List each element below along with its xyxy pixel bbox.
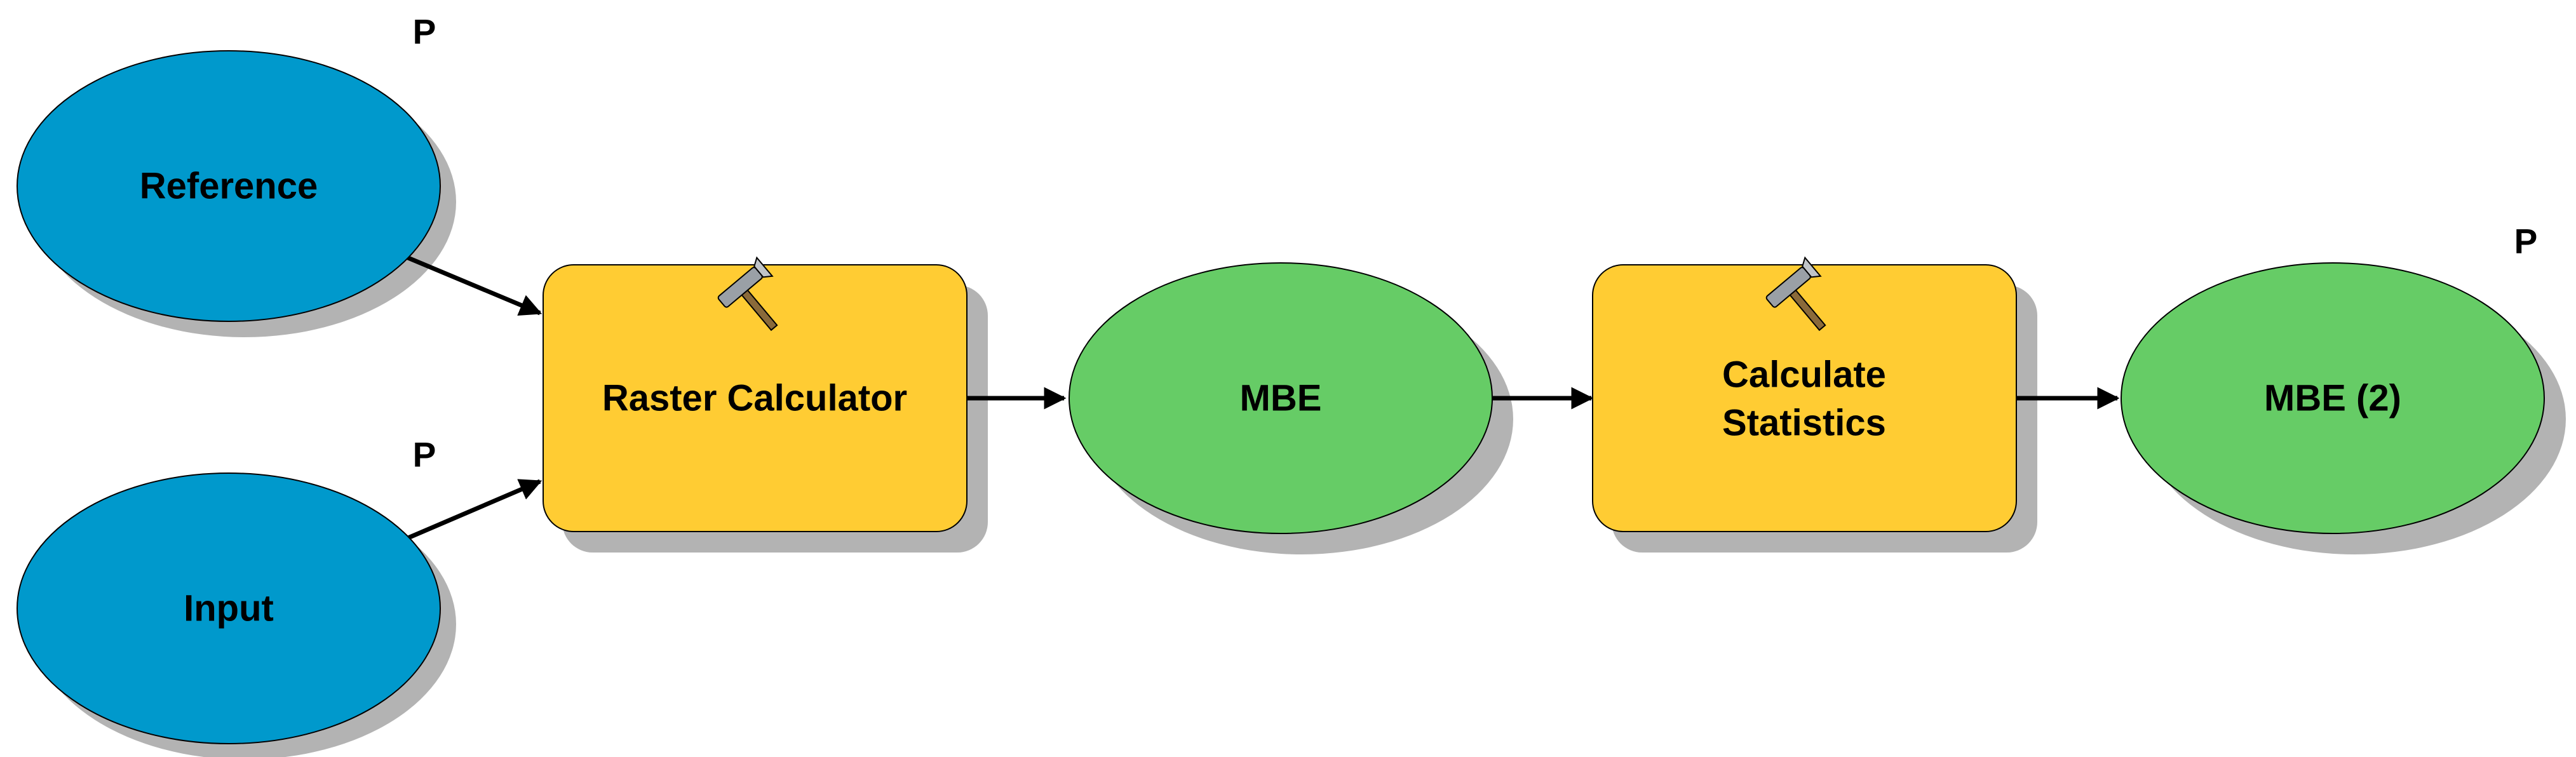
connector-reference-to-raster-calculator: [405, 255, 543, 316]
mbe-ellipse: [1069, 262, 1493, 534]
mbe2-ellipse: [2121, 262, 2545, 534]
raster-calculator-label: Raster Calculator: [602, 378, 907, 419]
input-node-reference[interactable]: Reference: [17, 50, 441, 322]
input-label: Input: [184, 588, 274, 629]
mbe2-parameter-flag: P: [2514, 222, 2538, 261]
connectors: [405, 255, 2120, 541]
calculate-statistics-label-line2: Statistics: [1722, 403, 1886, 444]
reference-parameter-flag: P: [413, 12, 436, 51]
tool-node-calculate-statistics[interactable]: Calculate Statistics: [1592, 256, 2017, 532]
hammer-icon: [717, 256, 778, 332]
output-node-mbe2[interactable]: MBE (2): [2121, 262, 2545, 534]
tool-node-raster-calculator[interactable]: Raster Calculator: [543, 256, 968, 532]
mbe2-label: MBE (2): [2264, 378, 2401, 419]
input-ellipse: [17, 472, 441, 744]
calculate-statistics-label-line1: Calculate: [1722, 354, 1886, 396]
output-node-mbe[interactable]: MBE: [1069, 262, 1493, 534]
input-node-input[interactable]: Input: [17, 472, 441, 744]
hammer-icon: [1765, 256, 1826, 332]
mbe-label: MBE: [1240, 378, 1322, 419]
input-parameter-flag: P: [413, 435, 436, 474]
reference-ellipse: [17, 50, 441, 322]
connector-input-to-raster-calculator: [405, 479, 543, 541]
reference-label: Reference: [140, 166, 318, 207]
